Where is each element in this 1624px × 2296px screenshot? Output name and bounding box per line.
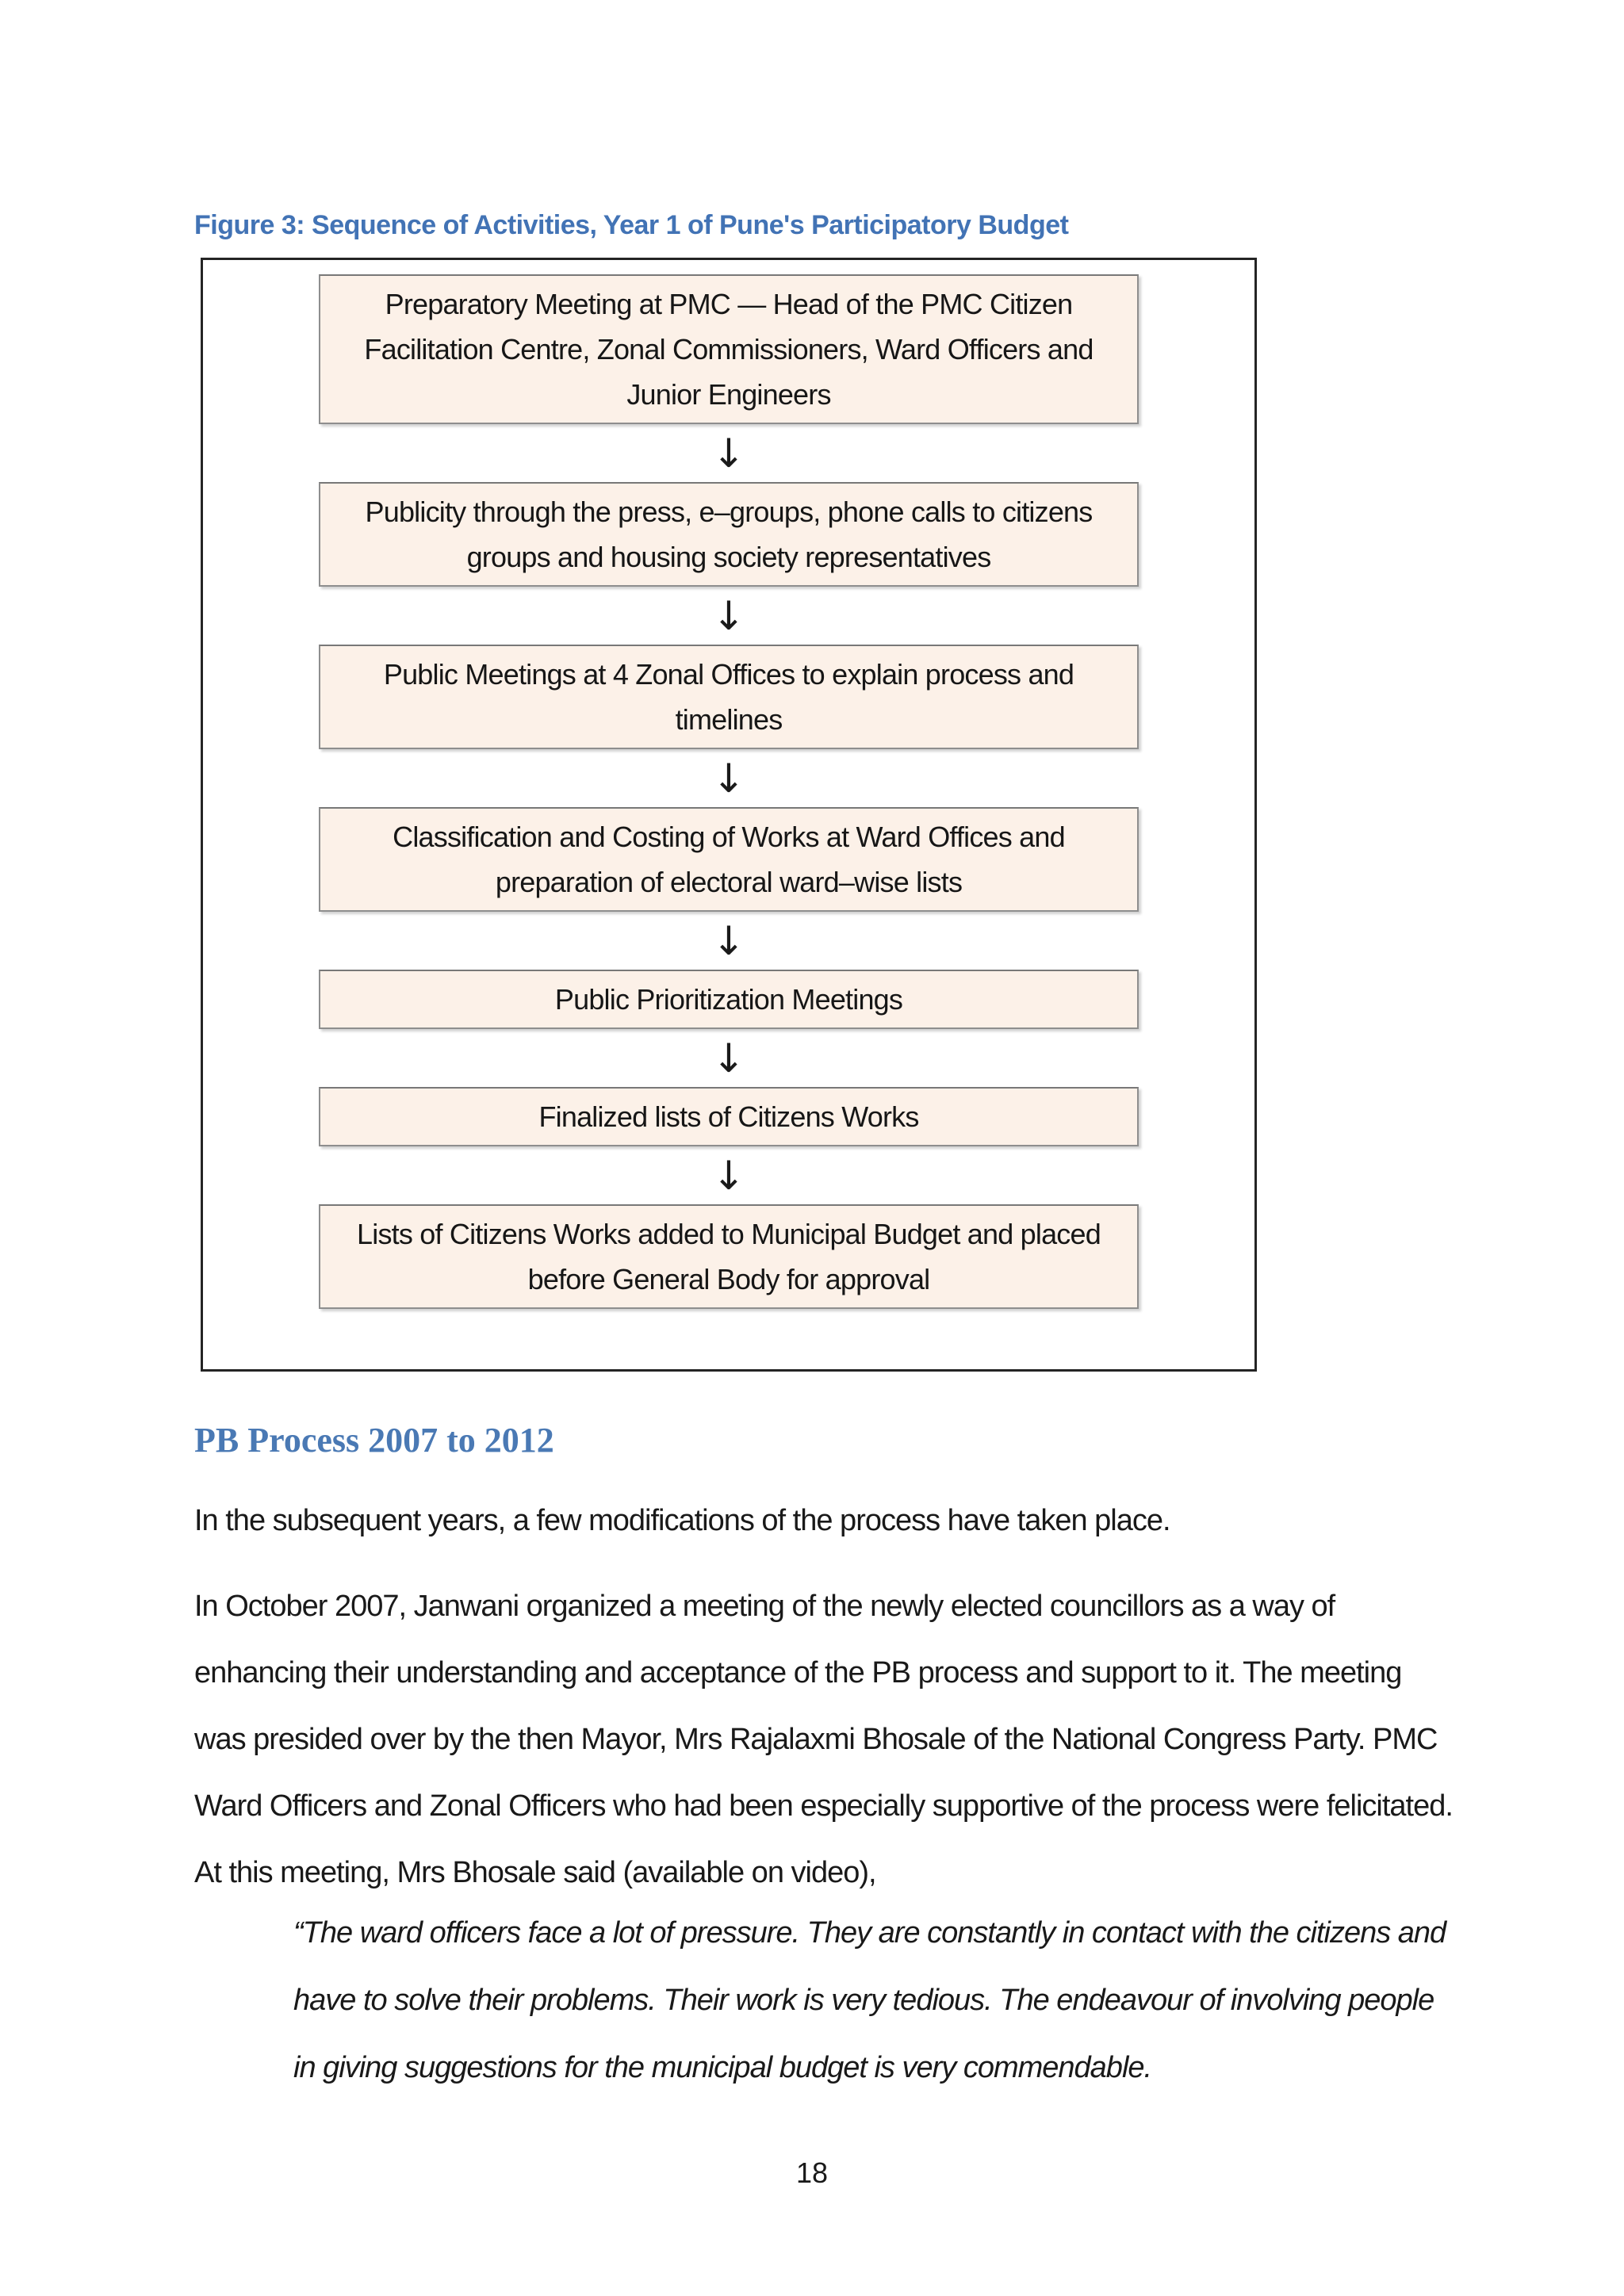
down-arrow-icon: ↓ bbox=[712, 430, 745, 476]
flow-step-municipal-budget: Lists of Citizens Works added to Municip… bbox=[319, 1204, 1139, 1309]
down-arrow-icon: ↓ bbox=[712, 917, 745, 964]
down-arrow-icon: ↓ bbox=[712, 755, 745, 802]
flow-step-finalized-lists: Finalized lists of Citizens Works bbox=[319, 1087, 1139, 1146]
flow-step-prioritization-meetings: Public Prioritization Meetings bbox=[319, 970, 1139, 1029]
paragraph-subsequent-years: In the subsequent years, a few modificat… bbox=[194, 1504, 1171, 1537]
block-quote-mrs-bhosale: “The ward officers face a lot of pressur… bbox=[293, 1916, 1446, 2084]
down-arrow-icon: ↓ bbox=[712, 592, 745, 639]
page-number: 18 bbox=[795, 2156, 829, 2189]
down-arrow-icon: ↓ bbox=[712, 1035, 745, 1081]
down-arrow-icon: ↓ bbox=[712, 1152, 745, 1199]
flow-step-publicity: Publicity through the press, e–groups, p… bbox=[319, 482, 1139, 587]
flow-step-preparatory-meeting: Preparatory Meeting at PMC — Head of the… bbox=[319, 274, 1139, 424]
section-heading: PB Process 2007 to 2012 bbox=[194, 1421, 554, 1460]
figure-title: Figure 3: Sequence of Activities, Year 1… bbox=[194, 210, 1069, 240]
paragraph-october-2007: In October 2007, Janwani organized a mee… bbox=[194, 1590, 1454, 1889]
flow-step-public-meetings: Public Meetings at 4 Zonal Offices to ex… bbox=[319, 645, 1139, 749]
flow-step-classification-costing: Classification and Costing of Works at W… bbox=[319, 807, 1139, 912]
figure-frame: Preparatory Meeting at PMC — Head of the… bbox=[201, 258, 1257, 1372]
